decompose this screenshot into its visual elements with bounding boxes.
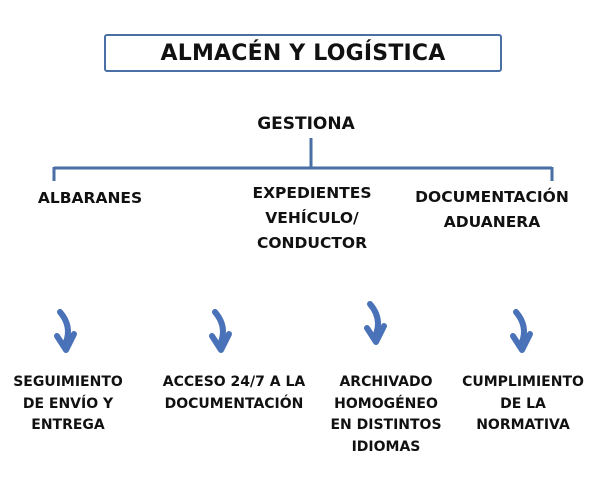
category-line: ALBARANES <box>37 189 143 207</box>
down-arrow-icon <box>510 309 533 353</box>
result-line: DE LA <box>500 395 546 412</box>
category-line: CONDUCTOR <box>256 234 368 252</box>
verb-label: GESTIONA <box>257 114 355 134</box>
result-line: ARCHIVADO <box>339 374 433 390</box>
down-arrow-icon <box>209 309 232 353</box>
down-arrow-icon <box>364 301 387 345</box>
result-cumplimiento: CUMPLIMIENTO DE LA NORMATIVA <box>450 372 596 437</box>
category-line: VEHÍCULO/ <box>265 209 359 227</box>
result-line: CUMPLIMIENTO <box>462 374 584 390</box>
result-line: SEGUIMIENTO <box>13 374 123 390</box>
result-archivado: ARCHIVADO HOMOGÉNEO EN DISTINTOS IDIOMAS <box>318 372 454 458</box>
down-arrow-icon <box>54 309 77 353</box>
result-seguimiento: SEGUIMIENTO DE ENVÍO Y ENTREGA <box>4 372 132 437</box>
category-documentacion-aduanera: DOCUMENTACIÓN ADUANERA <box>396 185 588 235</box>
result-line: DE ENVÍO Y <box>22 395 114 412</box>
result-acceso: ACCESO 24/7 A LA DOCUMENTACIÓN <box>144 372 324 415</box>
result-line: EN DISTINTOS <box>330 417 442 433</box>
category-albaranes: ALBARANES <box>18 186 162 211</box>
category-line: EXPEDIENTES <box>252 184 372 202</box>
result-line: IDIOMAS <box>351 438 421 455</box>
category-expedientes: EXPEDIENTES VEHÍCULO/ CONDUCTOR <box>226 181 398 256</box>
result-line: DOCUMENTACIÓN <box>164 395 304 412</box>
category-line: DOCUMENTACIÓN <box>415 188 569 206</box>
category-line: ADUANERA <box>443 213 541 231</box>
result-line: NORMATIVA <box>476 417 570 433</box>
result-line: HOMOGÉNEO <box>334 395 438 412</box>
result-line: ACCESO 24/7 A LA <box>162 374 306 390</box>
title-box: ALMACÉN Y LOGÍSTICA <box>104 34 502 72</box>
tree-connector <box>52 138 554 181</box>
diagram-title: ALMACÉN Y LOGÍSTICA <box>160 40 446 66</box>
result-line: ENTREGA <box>31 417 105 433</box>
